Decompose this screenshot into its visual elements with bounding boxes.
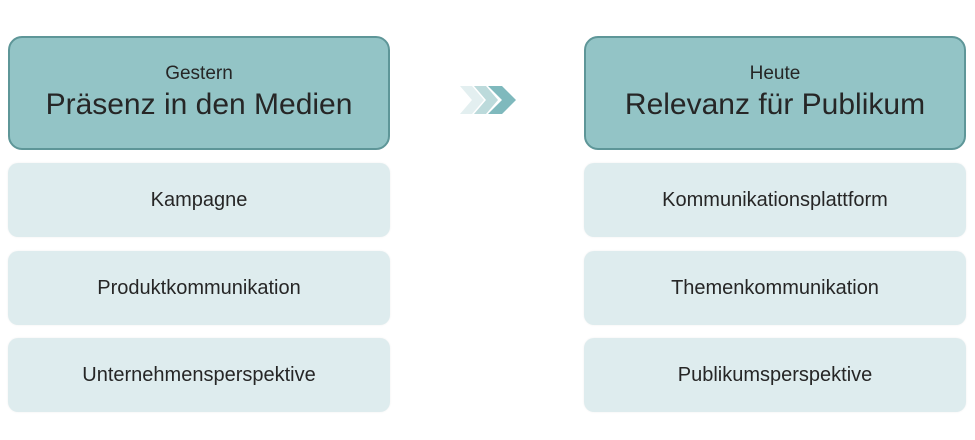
header-gestern-title: Präsenz in den Medien (45, 88, 353, 121)
item-themenkommunikation: Themenkommunikation (584, 251, 966, 325)
item-publikumsperspektive: Publikumsperspektive (584, 338, 966, 412)
header-gestern: Gestern Präsenz in den Medien (8, 36, 390, 150)
item-unternehmensperspektive: Unternehmensperspektive (8, 338, 390, 412)
item-kommunikationsplattform: Kommunikationsplattform (584, 163, 966, 237)
item-produktkommunikation: Produktkommunikation (8, 251, 390, 325)
header-heute-subtitle: Heute (749, 63, 801, 84)
item-kampagne: Kampagne (8, 163, 390, 237)
header-gestern-subtitle: Gestern (165, 63, 233, 84)
header-heute-title: Relevanz für Publikum (624, 88, 926, 121)
chevron-3 (488, 86, 516, 114)
triple-chevron-right-icon (458, 82, 522, 118)
chevron-1 (460, 86, 484, 114)
chevron-2 (474, 86, 498, 114)
header-heute: Heute Relevanz für Publikum (584, 36, 966, 150)
